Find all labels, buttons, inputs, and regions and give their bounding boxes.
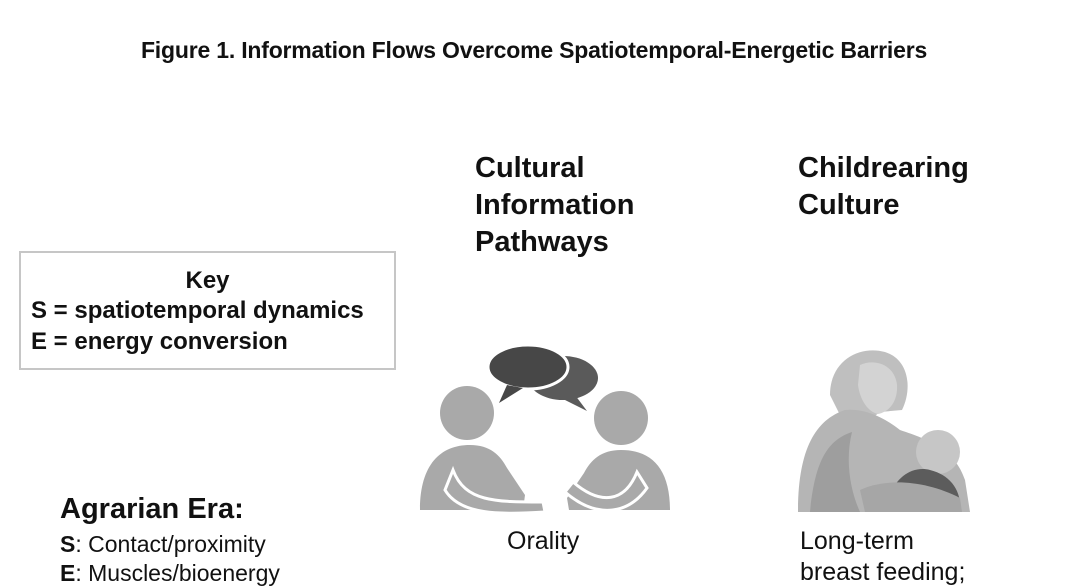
heading-line: Childrearing (798, 152, 969, 184)
era-title: Agrarian Era: (60, 493, 244, 525)
caption-long-term-breast-feeding: Long-term breast feeding; (800, 526, 965, 588)
era-s-text: : Contact/proximity (75, 531, 266, 557)
era-e-text: : Muscles/bioenergy (75, 560, 280, 586)
person-left-arm (443, 465, 547, 515)
key-box: Key S = spatiotemporal dynamics E = ener… (19, 251, 396, 370)
person-right-head (594, 391, 648, 445)
column-heading-childrearing-culture: Childrearing Culture (798, 150, 969, 224)
heading-line: Culture (798, 189, 900, 221)
era-line-s: S: Contact/proximity (60, 531, 266, 558)
person-left-head (440, 386, 494, 440)
baby-head (916, 430, 960, 474)
figure-title: Figure 1. Information Flows Overcome Spa… (140, 37, 928, 63)
column-heading-cultural-information-pathways: Cultural Information Pathways (475, 150, 635, 261)
person-right-arm (562, 468, 649, 512)
heading-line: Information (475, 189, 635, 221)
key-title: Key (185, 267, 230, 294)
mother-face (858, 362, 898, 414)
mother-clothing (810, 432, 860, 512)
era-s-label: S (60, 531, 76, 557)
mother-arm (860, 482, 962, 512)
era-e-label: E (60, 560, 76, 586)
speech-bubble-left (486, 343, 570, 391)
heading-line: Pathways (475, 226, 609, 258)
two-people-conversation-icon (420, 343, 670, 515)
caption-line: breast feeding; (800, 558, 966, 586)
key-line-s: S = spatiotemporal dynamics (31, 297, 364, 324)
key-line-e: E = energy conversion (31, 328, 288, 355)
caption-orality: Orality (507, 527, 580, 555)
era-line-e: E: Muscles/bioenergy (60, 560, 280, 587)
heading-line: Cultural (475, 152, 585, 184)
caption-line: Long-term (800, 527, 914, 555)
breastfeeding-mother-icon (798, 350, 970, 512)
